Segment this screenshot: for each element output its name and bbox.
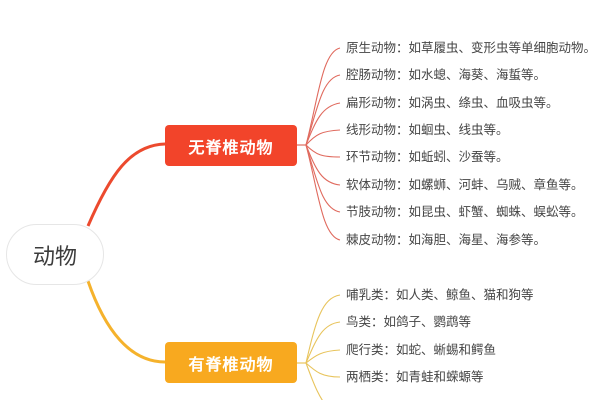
leaf-node[interactable]: 环节动物：如蚯蚓、沙蚕等。 bbox=[346, 149, 509, 164]
root-node[interactable]: 动物 bbox=[6, 224, 104, 285]
leaf-node[interactable]: 腔肠动物：如水螅、海葵、海蜇等。 bbox=[346, 67, 547, 82]
root-label: 动物 bbox=[32, 244, 77, 270]
leaf-node[interactable]: 爬行类：如蛇、蜥蜴和鳄鱼 bbox=[346, 342, 497, 357]
leaf-node[interactable]: 节肢动物：如昆虫、虾蟹、蜘蛛、蜈蚣等。 bbox=[346, 204, 584, 219]
leaf-node[interactable]: 原生动物：如草履虫、变形虫等单细胞动物。 bbox=[346, 40, 597, 55]
category-vertebrates[interactable]: 有脊椎动物 bbox=[165, 342, 297, 383]
leaf-node[interactable]: 两栖类：如青蛙和蝾螈等 bbox=[346, 369, 484, 384]
category-label: 有脊椎动物 bbox=[188, 354, 274, 374]
leaf-node[interactable]: 哺乳类：如人类、鲸鱼、猫和狗等 bbox=[346, 287, 534, 302]
category-invertebrates[interactable]: 无脊椎动物 bbox=[165, 125, 297, 166]
leaf-node[interactable]: 线形动物：如蛔虫、线虫等。 bbox=[346, 122, 509, 137]
leaf-node[interactable]: 棘皮动物：如海胆、海星、海参等。 bbox=[346, 232, 547, 247]
leaf-node[interactable]: 软体动物：如螺蛳、河蚌、乌贼、章鱼等。 bbox=[346, 177, 584, 192]
leaf-node[interactable]: 扁形动物：如涡虫、绦虫、血吸虫等。 bbox=[346, 95, 559, 110]
leaf-node[interactable]: 鸟类：如鸽子、鹦鹉等 bbox=[346, 314, 472, 329]
category-label: 无脊椎动物 bbox=[188, 137, 274, 157]
